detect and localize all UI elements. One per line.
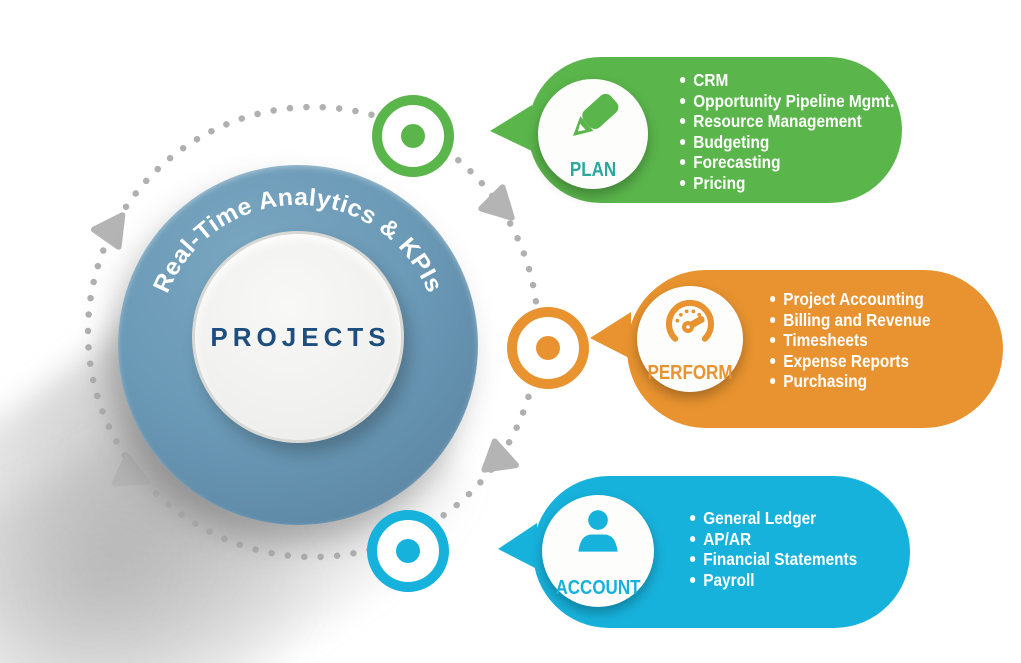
list-item: General Ledger (690, 508, 857, 529)
list-item: AP/AR (690, 529, 857, 550)
plan-label: PLAN (569, 159, 617, 181)
projects-circle: PROJECTS (118, 165, 478, 525)
plan-marker-icon (372, 95, 454, 177)
list-item: Payroll (690, 570, 857, 591)
person-icon (578, 510, 618, 552)
account-label: ACCOUNT (555, 577, 641, 599)
account-bubble-tail (498, 523, 537, 569)
perform-label: PERFORM (647, 362, 733, 384)
account-bubble: ACCOUNT General Ledger AP/AR Financial S… (498, 476, 910, 628)
list-item: CRM (680, 70, 894, 91)
list-item: Financial Statements (690, 549, 857, 570)
list-item: Opportunity Pipeline Mgmt. (680, 91, 894, 112)
account-icon-circle: ACCOUNT (542, 495, 654, 607)
account-marker-icon (367, 510, 449, 592)
perform-bubble: PERFORM Project Accounting Billing and R… (590, 270, 1003, 428)
list-item: Resource Management (680, 111, 894, 132)
plan-list: CRM Opportunity Pipeline Mgmt. Resource … (680, 70, 894, 193)
perform-icon-circle: PERFORM (637, 286, 743, 392)
pencil-icon (573, 93, 619, 136)
list-item: Expense Reports (770, 351, 930, 372)
account-list: General Ledger AP/AR Financial Statement… (690, 508, 857, 590)
list-item: Pricing (680, 173, 894, 194)
perform-bubble-tail (590, 312, 631, 359)
projects-inner-circle: PROJECTS (192, 231, 404, 443)
perform-marker-icon (507, 307, 589, 389)
plan-bubble-tail (490, 105, 532, 151)
list-item: Purchasing (770, 371, 930, 392)
plan-icon-circle: PLAN (538, 79, 648, 189)
list-item: Project Accounting (770, 289, 930, 310)
list-item: Timesheets (770, 330, 930, 351)
perform-list: Project Accounting Billing and Revenue T… (770, 289, 930, 392)
gauge-icon (666, 299, 714, 342)
plan-bubble: PLAN CRM Opportunity Pipeline Mgmt. Reso… (490, 57, 902, 203)
rotation-arrow-icon (481, 438, 519, 473)
rotation-arrow-icon (478, 184, 515, 221)
list-item: Billing and Revenue (770, 310, 930, 331)
list-item: Budgeting (680, 132, 894, 153)
list-item: Forecasting (680, 152, 894, 173)
rotation-arrow-icon (90, 212, 126, 250)
projects-title: PROJECTS (210, 321, 391, 352)
